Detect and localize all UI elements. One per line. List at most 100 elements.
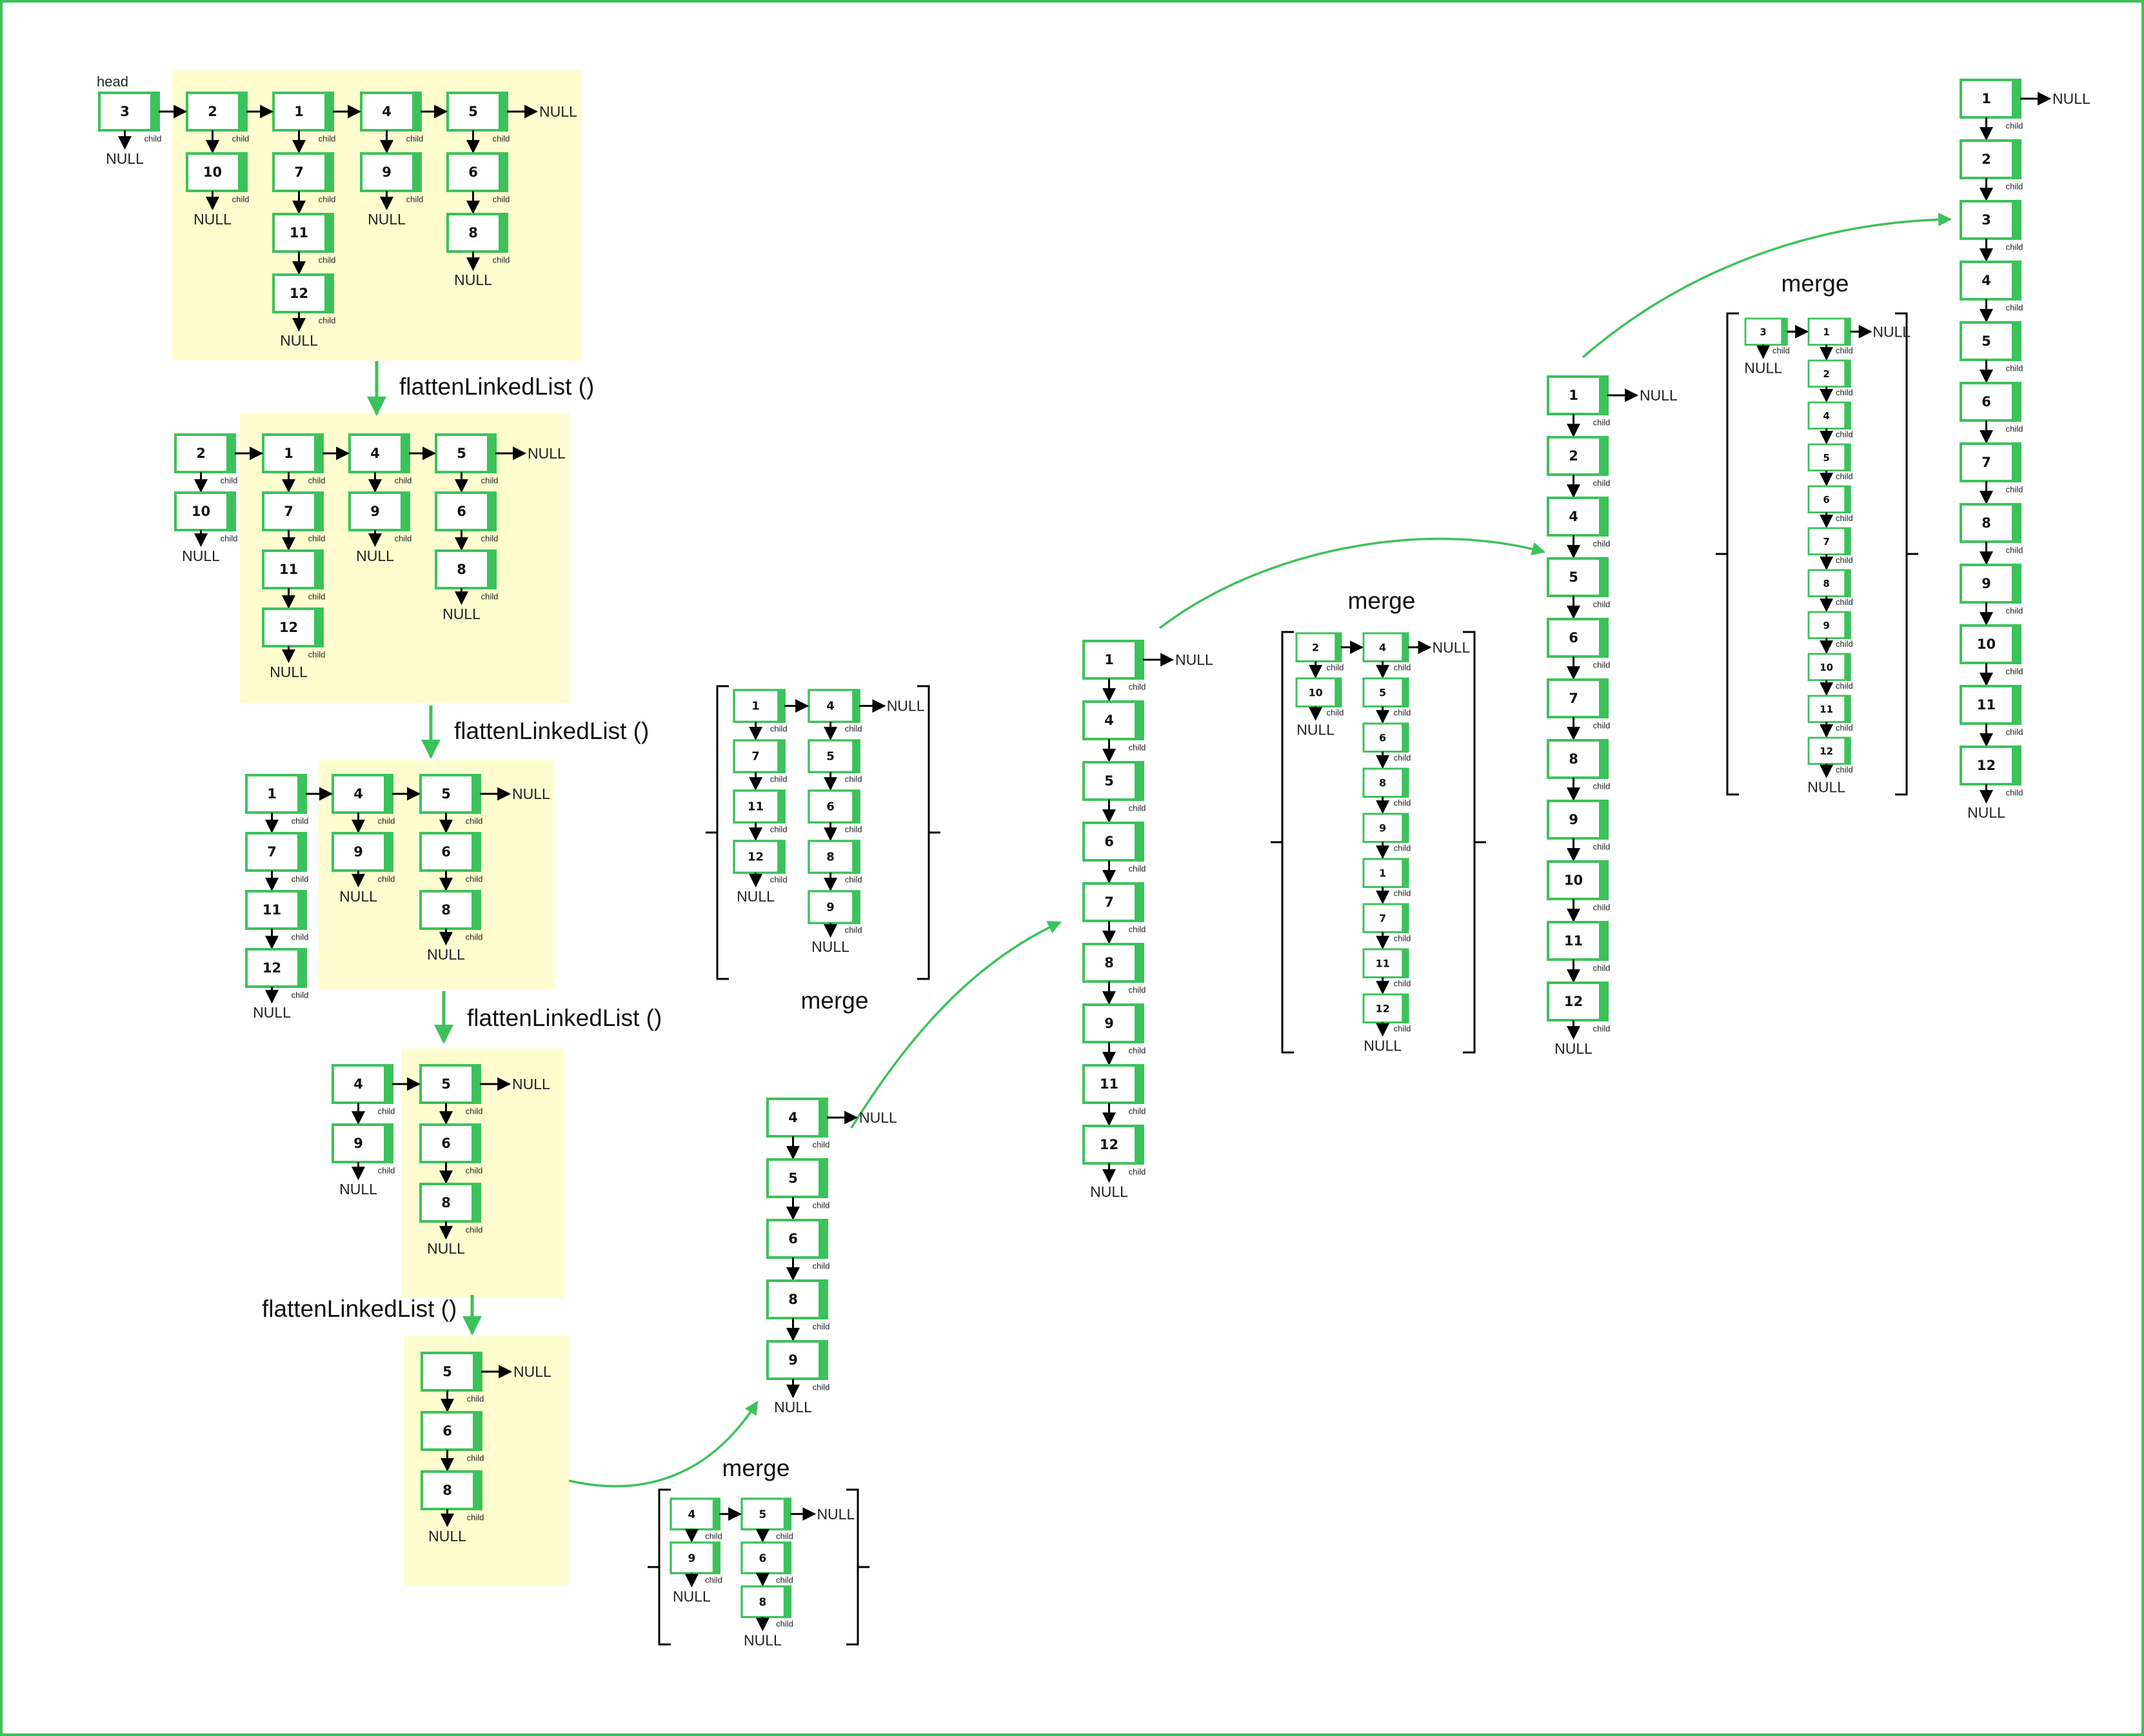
child-label: child — [2006, 484, 2023, 494]
node-next-pointer — [819, 1099, 827, 1136]
node-next-pointer — [712, 1543, 720, 1573]
node-value: 9 — [382, 164, 392, 180]
child-label: child — [378, 874, 395, 883]
child-label: child — [705, 1531, 722, 1541]
child-label: child — [378, 816, 395, 825]
node-value: 10 — [1977, 636, 1996, 652]
node-box — [1547, 739, 1609, 779]
node-value: 3 — [120, 104, 130, 119]
null-label: NULL — [454, 271, 492, 288]
child-label: child — [481, 591, 499, 601]
node-box — [1960, 79, 2021, 119]
child-label: child — [467, 1453, 484, 1463]
child-label: child — [308, 475, 326, 485]
child-label: child — [232, 194, 250, 204]
child-label: child — [292, 874, 309, 883]
node-box — [740, 1585, 792, 1619]
node-next-pointer — [2012, 686, 2020, 724]
node-box — [360, 152, 422, 192]
child-label: child — [1836, 429, 1853, 439]
child-label: child — [378, 1165, 395, 1175]
node-value: 9 — [788, 1352, 798, 1368]
null-label: NULL — [194, 211, 232, 228]
flow-curve-3 — [1158, 537, 1546, 629]
head-label: head — [97, 74, 128, 90]
node-value: 5 — [759, 1508, 766, 1521]
node-box — [262, 607, 324, 647]
node-next-pointer — [384, 1125, 392, 1162]
child-label: child — [1593, 538, 1611, 548]
node-value: 1 — [751, 700, 760, 713]
child-label: child — [292, 990, 309, 1000]
child-label: child — [2006, 424, 2023, 433]
null-label: NULL — [1872, 323, 1911, 340]
child-label: child — [845, 774, 862, 784]
node-box — [262, 549, 324, 589]
child-label: child — [308, 533, 326, 543]
flow-curve-4 — [1582, 212, 1952, 359]
node-box — [1960, 503, 2021, 543]
child-label: child — [1593, 1023, 1611, 1033]
node-value: 12 — [263, 960, 281, 976]
node-box — [435, 549, 497, 589]
child-label: child — [467, 1512, 484, 1522]
node-next-pointer — [471, 1184, 480, 1221]
node-next-pointer — [499, 214, 507, 252]
child-label: child — [1836, 639, 1853, 649]
node-next-pointer — [487, 493, 495, 530]
node-next-pointer — [1402, 724, 1408, 752]
child-label: child — [1836, 597, 1853, 607]
child-label: child — [1593, 963, 1611, 972]
node-next-pointer — [297, 833, 306, 871]
node-next-pointer — [2012, 322, 2020, 360]
node-next-pointer — [1402, 678, 1408, 707]
node-next-pointer — [412, 93, 421, 130]
null-label: NULL — [1640, 387, 1678, 404]
node-box — [766, 1098, 828, 1138]
node-next-pointer — [2012, 626, 2020, 663]
node-box — [186, 152, 248, 192]
node-box — [1362, 632, 1409, 662]
child-label: child — [845, 825, 862, 834]
node-value: 4 — [826, 700, 835, 713]
child-label: child — [1593, 417, 1611, 427]
node-next-pointer — [1402, 633, 1408, 662]
child-label: child — [813, 1200, 830, 1210]
null-label: NULL — [512, 785, 550, 802]
node-value: 5 — [826, 750, 835, 764]
node-value: 4 — [370, 446, 380, 461]
node-value: 9 — [1981, 576, 1991, 591]
node-next-pointer — [401, 435, 409, 472]
null-label: NULL — [253, 1004, 291, 1021]
null-label: NULL — [270, 664, 308, 680]
node-next-pointer — [1844, 570, 1851, 597]
null-label: NULL — [817, 1506, 855, 1523]
node-value: 5 — [457, 446, 466, 461]
node-next-pointer — [1135, 944, 1143, 981]
child-label: child — [770, 724, 788, 734]
node-next-pointer — [473, 1472, 481, 1509]
child-label: child — [2006, 666, 2023, 676]
node-value: 6 — [1379, 731, 1386, 744]
node-next-pointer — [150, 93, 159, 130]
node-box — [1362, 858, 1409, 888]
node-next-pointer — [777, 791, 785, 823]
null-label: NULL — [339, 1181, 377, 1198]
node-value: 7 — [1104, 894, 1114, 910]
node-next-pointer — [238, 93, 246, 130]
bracket-right — [1895, 312, 1918, 796]
child-label: child — [1129, 863, 1146, 873]
node-next-pointer — [471, 833, 480, 871]
node-value: 6 — [1569, 630, 1578, 646]
node-value: 7 — [751, 750, 760, 764]
node-next-pointer — [297, 949, 306, 987]
node-box — [1960, 200, 2021, 240]
child-label: child — [1129, 682, 1146, 691]
child-label: child — [319, 315, 336, 325]
node-next-pointer — [1844, 319, 1851, 345]
node-next-pointer — [1781, 319, 1787, 345]
child-label: child — [813, 1321, 830, 1331]
node-next-pointer — [1402, 994, 1408, 1023]
node-box — [1547, 436, 1609, 476]
node-value: 6 — [457, 504, 466, 519]
